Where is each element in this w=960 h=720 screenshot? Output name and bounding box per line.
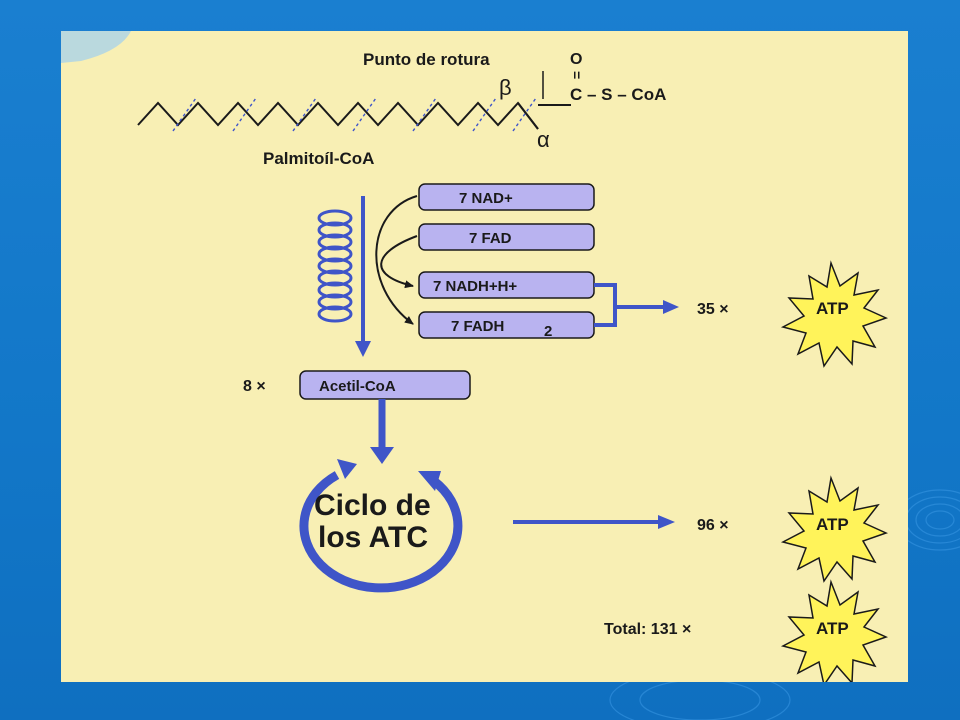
atp-burst-cycle — [780, 475, 889, 583]
fadh2-subscript: 2 — [544, 323, 552, 340]
carbon-chain — [137, 101, 539, 130]
oxygen-label: O — [570, 51, 582, 68]
alpha-bond — [517, 102, 539, 130]
cleavage-line — [512, 97, 537, 132]
fad-label: 7 FAD — [469, 230, 512, 247]
cycle-atp-multiplier: 96 × — [697, 517, 729, 534]
nad-label: 7 NAD+ — [459, 190, 513, 207]
cleavage-line — [172, 97, 197, 132]
cleavage-line — [412, 97, 437, 132]
helix-icon — [317, 209, 353, 323]
nadh-box: 7 NADH+H+ — [418, 271, 595, 299]
arrow-head-acetyl — [370, 447, 394, 464]
total-atp-multiplier: Total: 131 × — [604, 621, 691, 638]
fadh2-label: 7 FADH — [451, 318, 504, 335]
double-bond-label: = — [569, 71, 585, 79]
curved-arrow-nad — [375, 195, 418, 325]
diagram-panel: Punto de rotura β α O = C – S – CoA Palm… — [61, 31, 908, 682]
acetyl-coa-box: Acetil-CoA — [299, 370, 471, 400]
fad-box: 7 FAD — [418, 223, 595, 251]
corner-decoration — [61, 31, 131, 63]
cleavage-line — [472, 97, 497, 132]
nadh-label: 7 NADH+H+ — [433, 278, 517, 295]
oxidative-atp-multiplier: 35 × — [697, 301, 729, 318]
cleavage-line — [352, 97, 377, 132]
atp-burst-oxidative — [780, 260, 889, 368]
bracket-oxidative — [594, 283, 617, 327]
cycle-label-line2: los ATC — [318, 521, 428, 554]
thioester-label: C – S – CoA — [570, 85, 666, 104]
cleavage-line — [232, 97, 257, 132]
cleavage-point-label: Punto de rotura — [363, 50, 490, 69]
cycle-arrow-icon — [299, 459, 463, 593]
atp-burst-icon: ATP — [780, 260, 889, 368]
atp-label-cycle: ATP — [816, 515, 849, 534]
acetyl-coa-label: Acetil-CoA — [319, 378, 396, 395]
curved-arrow-fad — [380, 235, 418, 289]
nad-box: 7 NAD+ — [418, 183, 595, 211]
palmitoyl-coa-label: Palmitoíl-CoA — [263, 149, 374, 168]
fadh2-box: 7 FADH 2 — [418, 311, 595, 340]
atp-burst-icon: ATP — [780, 579, 889, 682]
acetyl-multiplier: 8 × — [243, 378, 266, 395]
arrow-down-to-acetyl — [355, 341, 371, 357]
arrow-head-cycle — [658, 515, 675, 529]
atp-label-total: ATP — [816, 619, 849, 638]
palmitoyl-coa-molecule: Punto de rotura β α O = C – S – CoA Palm… — [137, 50, 666, 168]
atp-burst-total — [780, 579, 889, 682]
arrow-head-oxidative — [663, 300, 679, 314]
beta-label: β — [499, 75, 512, 100]
cleavage-line — [292, 97, 317, 132]
atp-label-oxidative: ATP — [816, 299, 849, 318]
cycle-label-line1: Ciclo de — [314, 489, 431, 522]
beta-oxidation-diagram: Punto de rotura β α O = C – S – CoA Palm… — [61, 31, 889, 682]
atp-burst-icon: ATP — [780, 475, 889, 583]
alpha-label: α — [537, 127, 550, 152]
